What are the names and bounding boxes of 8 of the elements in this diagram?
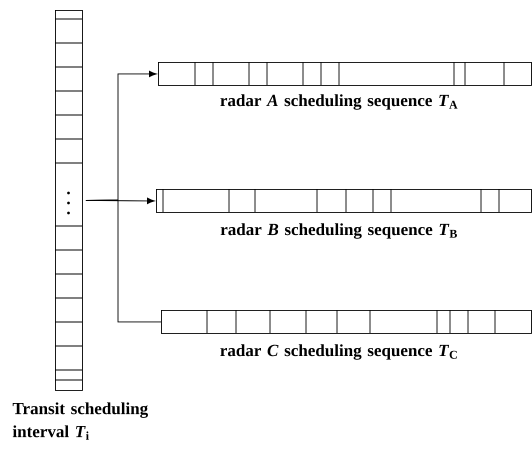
bar-caption: radar A scheduling sequence T$_{A}$ <box>220 94 458 110</box>
sequence-bar <box>158 62 532 86</box>
bar-caption: radar C scheduling sequence T$_{C}$ <box>220 344 457 360</box>
bar-caption: Transit scheduling interval T$_{i}$ <box>12 402 148 440</box>
sequence-bar <box>161 310 532 334</box>
bar-caption: radar B scheduling sequence T$_{B}$ <box>220 223 457 239</box>
sequence-bar <box>156 188 532 213</box>
column-drawing <box>54 10 83 391</box>
